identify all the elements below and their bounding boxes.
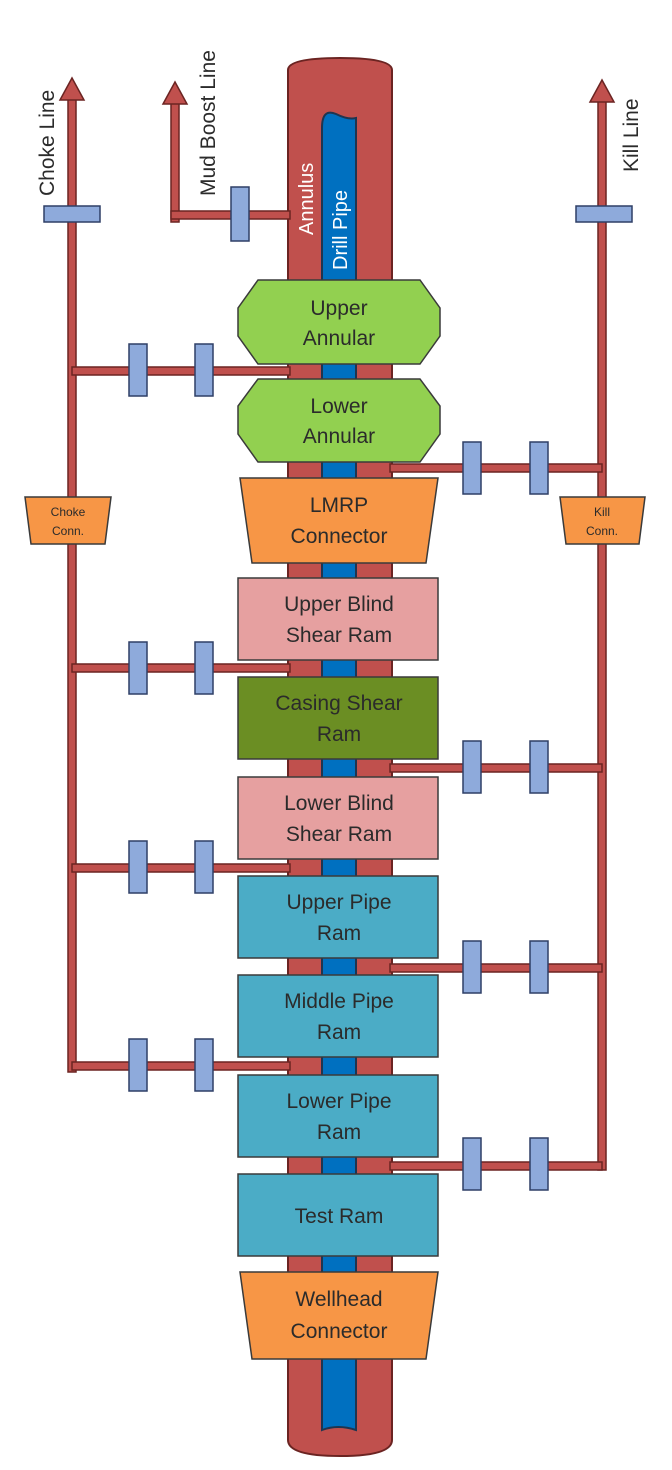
stack-lmrp-connector: LMRP Connector [239, 477, 439, 564]
choke-branch-valve [194, 1038, 214, 1092]
component-label-line-1: Upper Pipe [286, 891, 391, 914]
stack-middle-pipe-ram: Middle Pipe Ram [237, 974, 439, 1058]
choke-connector-label-line-1: Choke [51, 505, 86, 519]
choke-branch-valve [194, 840, 214, 894]
choke-branch-valve [128, 1038, 148, 1092]
kill-branch-valve [529, 740, 549, 794]
mud-boost-line-arrow-icon [161, 80, 189, 105]
choke-line-valve [43, 205, 101, 223]
mud-boost-line: Mud Boost Line [161, 50, 291, 242]
kill-branch [389, 1137, 603, 1191]
component-label-line-1: Wellhead [295, 1288, 382, 1311]
choke-branch-valve [128, 343, 148, 397]
choke-branch [71, 343, 291, 397]
choke-branch-valve [194, 641, 214, 695]
choke-line-label: Choke Line [36, 90, 59, 196]
stack-lower-pipe-ram: Lower Pipe Ram [237, 1074, 439, 1158]
kill-line-valve [575, 205, 633, 223]
choke-branch [71, 840, 291, 894]
choke-branch [71, 641, 291, 695]
kill-connector: Kill Conn. [559, 496, 646, 545]
component-label-line-1: Upper Blind [284, 593, 394, 616]
kill-line-label: Kill Line [620, 98, 643, 172]
component-label-line-2: Ram [317, 1121, 361, 1144]
stack-upper-blind-shear-ram: Upper Blind Shear Ram [237, 577, 439, 661]
kill-branch [389, 441, 603, 495]
mud-boost-line-valve [230, 186, 250, 242]
component-label-line-2: Ram [317, 723, 361, 746]
choke-line-pipe [67, 91, 77, 1073]
component-label-line-1: Middle Pipe [284, 990, 394, 1013]
component-label-line-2: Shear Ram [286, 823, 392, 846]
component-label-line-2: Ram [317, 922, 361, 945]
kill-branch-valve [462, 740, 482, 794]
component-label-line-1: Lower Pipe [286, 1090, 391, 1113]
kill-branch-valve [462, 940, 482, 994]
stack-upper-pipe-ram: Upper Pipe Ram [237, 875, 439, 959]
component-label-line-1: Lower Blind [284, 792, 394, 815]
mud-boost-line-pipe-vertical [170, 97, 180, 223]
component-label-line-2: Annular [303, 327, 375, 350]
choke-branch-valve [128, 641, 148, 695]
choke-line-arrow-icon [58, 76, 86, 101]
component-label-line-1: Upper [310, 297, 367, 320]
kill-branch-valve [529, 940, 549, 994]
component-label-line-2: Connector [291, 525, 388, 548]
kill-line-arrow-icon [588, 78, 616, 103]
component-label-line-2: Shear Ram [286, 624, 392, 647]
choke-connector: Choke Conn. [24, 496, 112, 545]
kill-branch [389, 740, 603, 794]
stack-lower-annular: Lower Annular [237, 378, 441, 463]
stack-lower-blind-shear-ram: Lower Blind Shear Ram [237, 776, 439, 860]
choke-line: Choke Line [36, 76, 101, 1073]
mud-boost-line-label: Mud Boost Line [197, 50, 220, 196]
choke-branch-valve [194, 343, 214, 397]
choke-branches [71, 343, 291, 1092]
choke-connector-label-line-2: Conn. [52, 524, 84, 538]
choke-branch [71, 1038, 291, 1092]
annulus-label: Annulus [296, 163, 318, 235]
drill-pipe-label: Drill Pipe [330, 190, 352, 270]
component-label-line-1: Casing Shear [275, 692, 402, 715]
component-label-line-2: Ram [317, 1021, 361, 1044]
kill-connector-label-line-1: Kill [594, 505, 610, 519]
choke-branch-valve [128, 840, 148, 894]
stack-upper-annular: Upper Annular [237, 279, 441, 365]
stack-casing-shear-ram: Casing Shear Ram [237, 676, 439, 760]
kill-branch-valve [529, 1137, 549, 1191]
kill-line-pipe [597, 93, 607, 1171]
kill-branch [389, 940, 603, 994]
stack-test-ram: Test Ram [237, 1173, 439, 1257]
component-label-line-2: Annular [303, 425, 375, 448]
stack-wellhead-connector: Wellhead Connector [239, 1271, 439, 1360]
component-label-line-1: Test Ram [295, 1205, 384, 1228]
kill-branch-valve [529, 441, 549, 495]
component-label-line-1: Lower [310, 395, 367, 418]
component-label-line-2: Connector [291, 1320, 388, 1343]
kill-line: Kill Line [575, 78, 643, 1171]
kill-branch-valve [462, 1137, 482, 1191]
kill-connector-label-line-2: Conn. [586, 524, 618, 538]
kill-branches [389, 441, 603, 1191]
component-label-line-1: LMRP [310, 494, 368, 517]
kill-branch-valve [462, 441, 482, 495]
